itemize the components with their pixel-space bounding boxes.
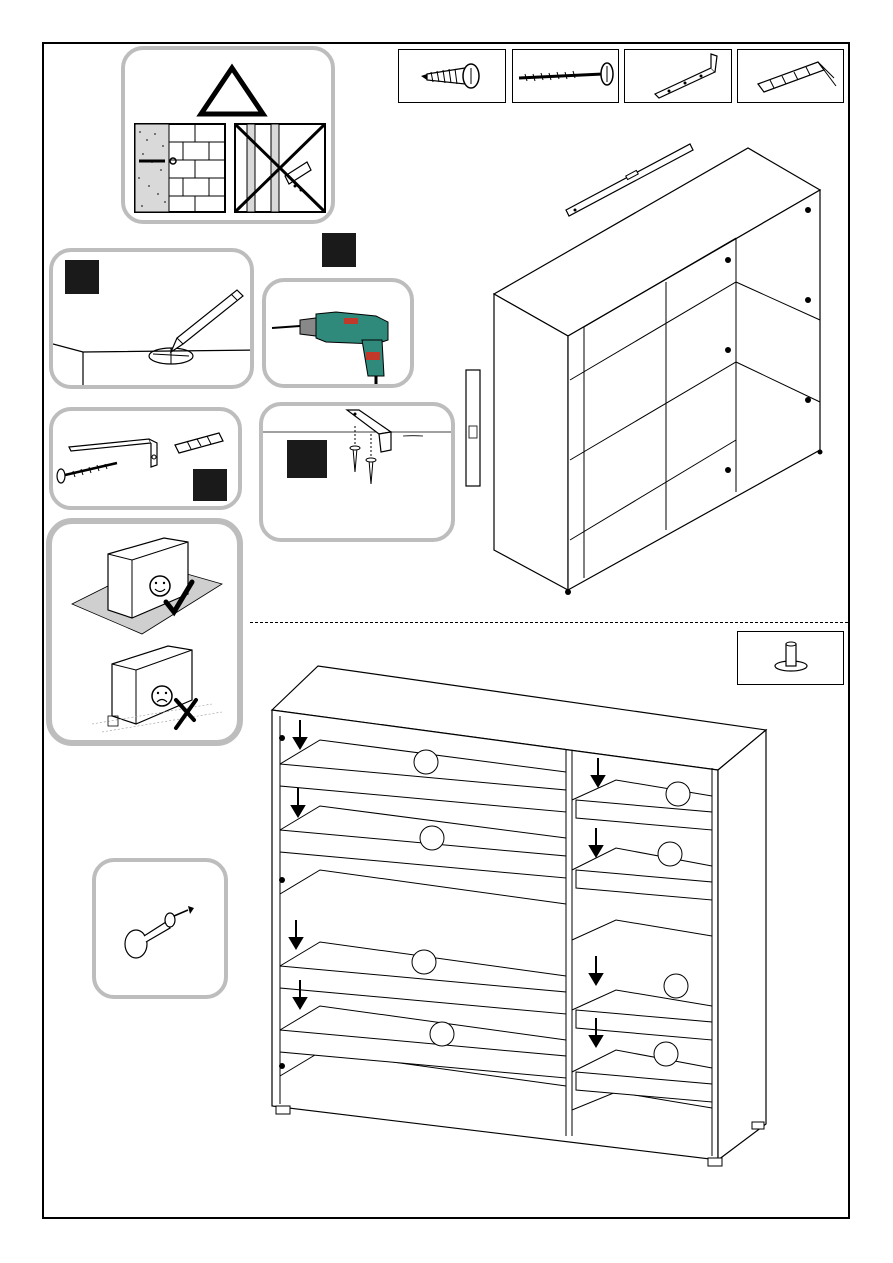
- wood-screw-icon: [399, 50, 507, 104]
- wall-plug-icon: [175, 433, 223, 453]
- part-box-wood-screw: [398, 49, 506, 103]
- part-box-wall-plug: [737, 49, 844, 103]
- bracket-mount-panel: [259, 402, 455, 542]
- correct-placement-illustration: [72, 538, 222, 634]
- smiley-face-icon: [150, 576, 170, 596]
- warning-triangle-icon: [201, 68, 263, 114]
- wall-warning-panel: [121, 46, 335, 224]
- cross-mark-icon: [176, 700, 196, 728]
- pencil-icon: [171, 290, 243, 352]
- pencil-marking-panel: [49, 248, 254, 389]
- solid-wall-illustration: [135, 124, 225, 212]
- part-box-foot: [737, 631, 844, 685]
- step-marker-drill: [322, 233, 356, 267]
- knob-icon: [96, 862, 228, 999]
- knob-panel: [92, 858, 228, 999]
- angle-bracket-icon: [625, 50, 733, 104]
- screw-icon: [350, 426, 376, 484]
- long-screw-icon: [57, 463, 117, 483]
- section-divider: [250, 622, 848, 623]
- part-box-angle-bracket: [624, 49, 732, 103]
- power-drill-icon: [266, 282, 414, 388]
- wall-plug-icon: [738, 50, 845, 104]
- long-screw-icon: [513, 50, 620, 104]
- sad-face-icon: [152, 686, 172, 706]
- drill-panel: [262, 278, 414, 388]
- furniture-foot-icon: [738, 632, 845, 686]
- part-box-long-screw: [512, 49, 619, 103]
- floor-placement-panel: [46, 518, 243, 746]
- screw-plug-panel: [49, 407, 242, 510]
